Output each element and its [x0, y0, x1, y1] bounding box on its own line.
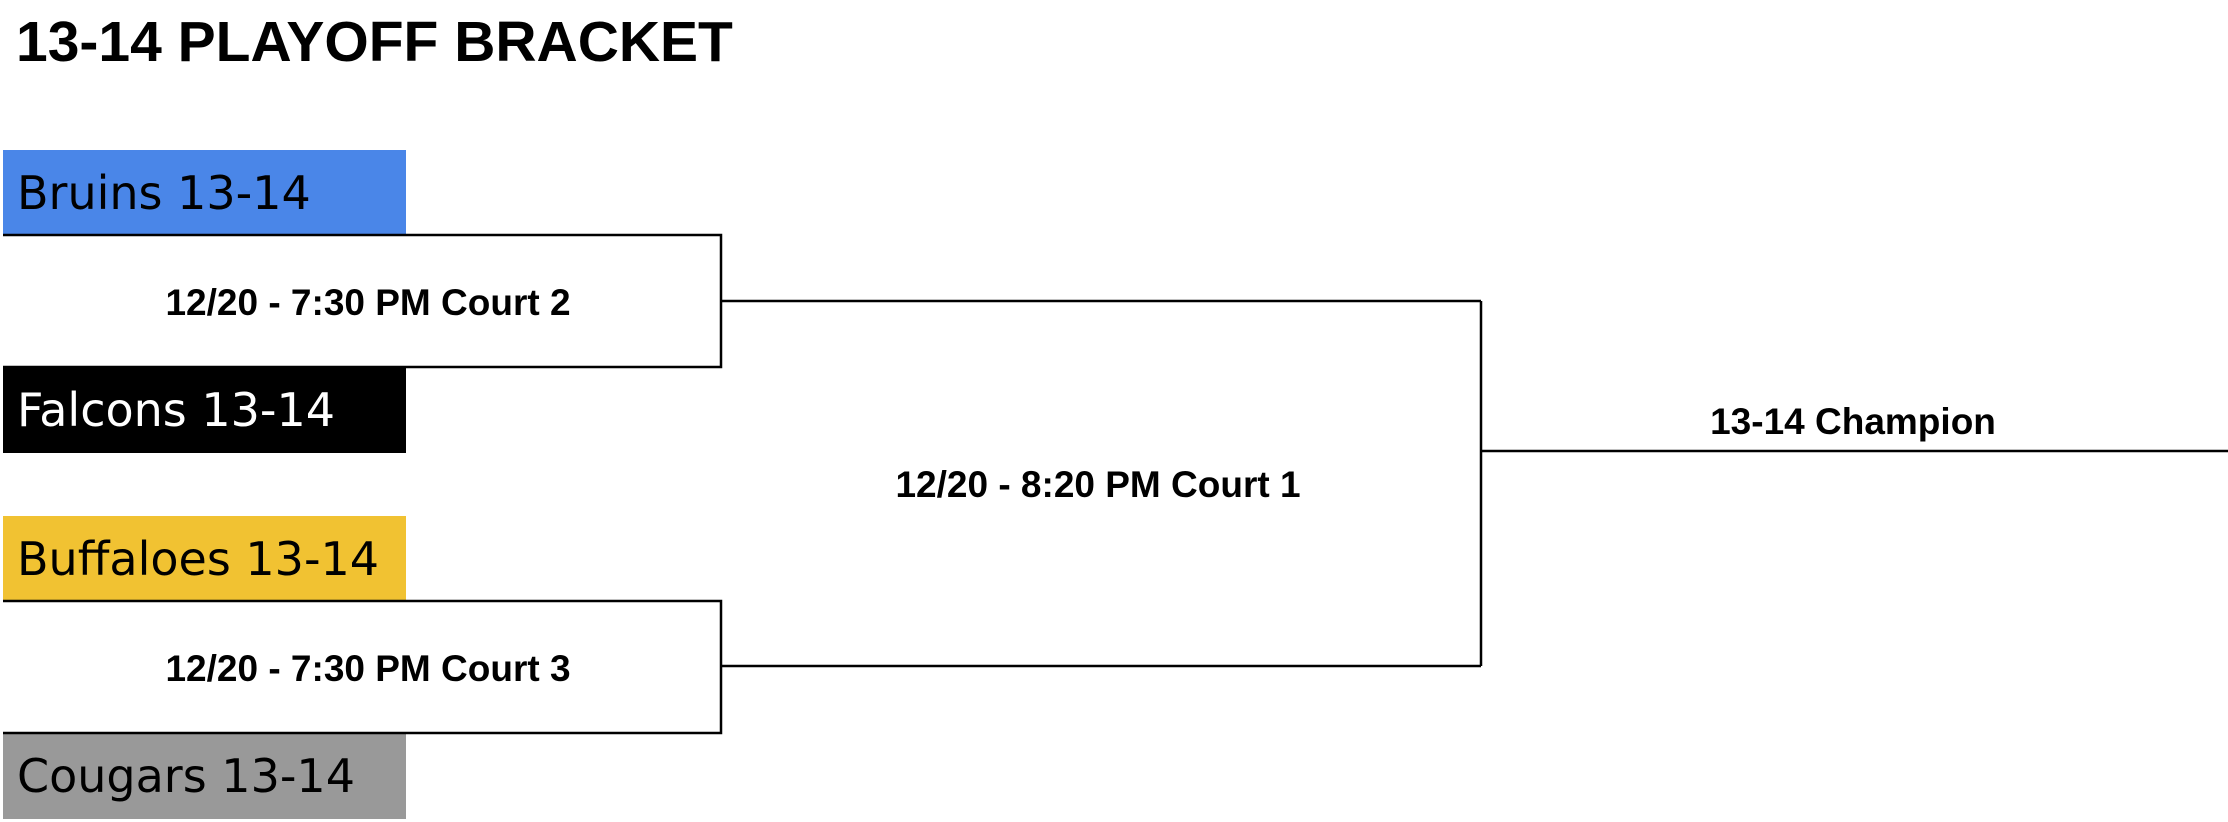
team-slot-bruins: Bruins 13-14: [3, 150, 406, 236]
champion-label: 13-14 Champion: [1710, 401, 1996, 442]
page-title: 13-14 PLAYOFF BRACKET: [16, 10, 733, 74]
final-schedule: 12/20 - 8:20 PM Court 1: [895, 464, 1301, 505]
team-slot-cougars: Cougars 13-14: [3, 733, 406, 819]
semifinal-2-schedule: 12/20 - 7:30 PM Court 3: [165, 648, 571, 689]
team-slot-buffaloes: Buffaloes 13-14: [3, 516, 406, 602]
team-slot-falcons: Falcons 13-14: [3, 367, 406, 453]
semifinal-1-schedule: 12/20 - 7:30 PM Court 2: [165, 282, 571, 323]
